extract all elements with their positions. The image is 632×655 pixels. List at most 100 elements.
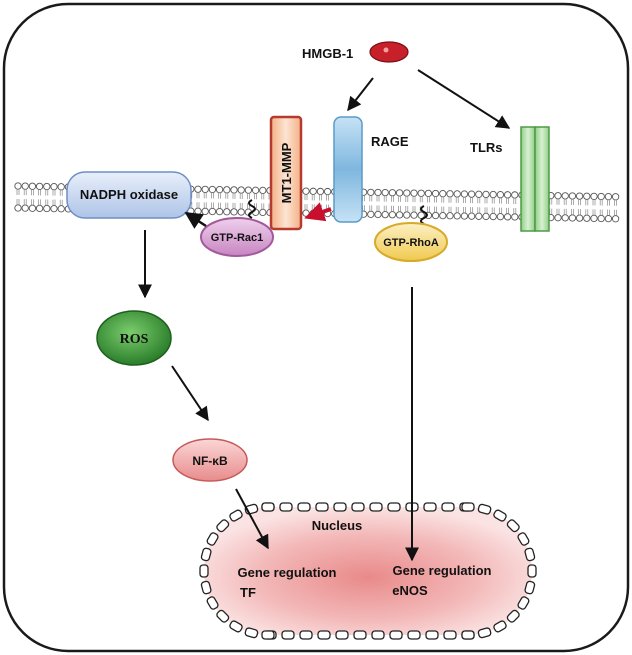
- lipid-head-outer: [201, 185, 209, 194]
- hmgb1-to-tlrs-arrow: [417, 69, 511, 129]
- lipid-tails: [38, 189, 41, 206]
- lipid-head-outer: [597, 192, 605, 201]
- gtp-rhoa-label: GTP-RhoA: [383, 237, 439, 249]
- lipid-tails: [211, 192, 214, 209]
- nuclear-pore: [199, 564, 209, 578]
- lipid-tails: [578, 199, 581, 216]
- lipid-tails: [405, 195, 409, 212]
- nf-kb-label: NF-κB: [192, 454, 228, 468]
- lipid-tails: [470, 197, 473, 214]
- lipid-head-inner: [604, 214, 613, 223]
- lipid-head-outer: [431, 189, 440, 198]
- mt1-mmp-box: [269, 115, 303, 231]
- lipid-head-inner: [568, 214, 577, 222]
- tlr-left-bar-icon: [520, 126, 536, 232]
- nuclear-pore: [206, 596, 219, 610]
- lipid-head-outer: [611, 193, 620, 201]
- nuclear-pore: [493, 509, 507, 522]
- nuclear-pore: [506, 609, 520, 623]
- nucleus-label: Nucleus: [312, 518, 363, 533]
- nuclear-pore: [299, 630, 313, 640]
- lipid-head-outer: [395, 189, 404, 197]
- lipid-head-inner: [611, 215, 620, 223]
- lipid-tails: [239, 193, 243, 210]
- lipid-head-outer: [251, 186, 260, 194]
- lipid-head-inner: [503, 213, 512, 221]
- lipid-head-inner: [201, 207, 209, 216]
- lipid-head-inner: [475, 212, 483, 220]
- nuclear-pore: [389, 630, 403, 640]
- hmgb1-icon: [369, 41, 409, 63]
- lipid-head-inner: [388, 211, 397, 219]
- lipid-tails: [376, 195, 380, 212]
- nuclear-pore: [517, 596, 530, 610]
- lipid-head-inner: [446, 212, 454, 220]
- lipid-tails: [441, 196, 445, 213]
- nuclear-pore: [333, 502, 347, 512]
- nuclear-pore: [524, 547, 536, 562]
- lipid-tails: [59, 189, 63, 206]
- gtp-rac1-ellipse: [200, 217, 274, 257]
- lipid-head-outer: [57, 183, 65, 191]
- lipid-head-inner: [489, 212, 497, 221]
- lipid-head-outer: [424, 189, 433, 198]
- tf-label: TF: [240, 585, 256, 600]
- lipid-head-inner: [395, 211, 404, 219]
- lipid-head-inner: [467, 212, 476, 220]
- lipid-tails: [419, 196, 423, 213]
- lipid-head-inner: [482, 212, 490, 221]
- lipid-head-inner: [35, 204, 44, 213]
- nuclear-pore: [423, 502, 437, 512]
- lipid-tails: [218, 192, 221, 209]
- lipid-tails: [225, 192, 229, 209]
- lipid-tails: [16, 189, 20, 205]
- lipid-tails: [369, 195, 373, 212]
- lipid-head-inner: [597, 214, 605, 223]
- lipid-head-inner: [439, 211, 447, 220]
- lipid-tails: [52, 189, 56, 206]
- nuclear-pore: [281, 630, 295, 640]
- lipid-head-inner: [367, 210, 375, 219]
- lipid-tails: [434, 196, 437, 213]
- lipid-head-inner: [208, 207, 217, 216]
- lipid-head-inner: [57, 205, 65, 213]
- lipid-head-inner: [496, 213, 505, 221]
- lipid-head-inner: [14, 204, 22, 212]
- lipid-tails: [203, 192, 207, 209]
- lipid-tails: [232, 192, 236, 209]
- nuclear-pore: [353, 630, 367, 640]
- nuclear-pore: [200, 580, 212, 595]
- lipid-tails: [391, 195, 394, 212]
- rac1-linker-squiggle: [248, 199, 256, 219]
- lipid-head-outer: [467, 190, 476, 198]
- hmgb1-to-rage-arrow: [347, 77, 374, 112]
- nuclear-pore: [297, 502, 311, 512]
- lipid-head-inner: [431, 211, 440, 220]
- lipid-head-outer: [259, 186, 267, 195]
- lipid-tails: [585, 199, 589, 216]
- lipid-tails: [247, 193, 250, 210]
- nadph-oxidase: NADPH oxidase: [66, 171, 192, 219]
- lipid-tails: [614, 199, 617, 216]
- nuclear-pore: [261, 502, 275, 512]
- nuclear-pore: [461, 502, 475, 512]
- lipid-tails: [571, 198, 574, 215]
- tlrs-label: TLRs: [470, 140, 503, 155]
- nuclear-pore: [387, 502, 401, 512]
- lipid-tails: [319, 194, 322, 211]
- tlr-right-bar-icon: [534, 126, 550, 232]
- lipid-head-outer: [50, 182, 58, 191]
- lipid-head-outer: [583, 192, 591, 200]
- lipid-head-outer: [223, 186, 231, 194]
- nuclear-pore: [425, 630, 439, 640]
- lipid-tails: [607, 199, 610, 216]
- lipid-tails: [513, 197, 517, 214]
- lipid-head-outer: [230, 186, 238, 194]
- lipid-head-inner: [21, 204, 29, 212]
- lipid-head-outer: [482, 190, 490, 199]
- nuclear-envelope-pores: [199, 502, 537, 640]
- lipid-head-outer: [215, 185, 224, 194]
- lipid-tails: [196, 192, 200, 209]
- gtp-rac1-label: GTP-Rac1: [211, 232, 264, 244]
- nf-kb-ellipse: [172, 438, 248, 482]
